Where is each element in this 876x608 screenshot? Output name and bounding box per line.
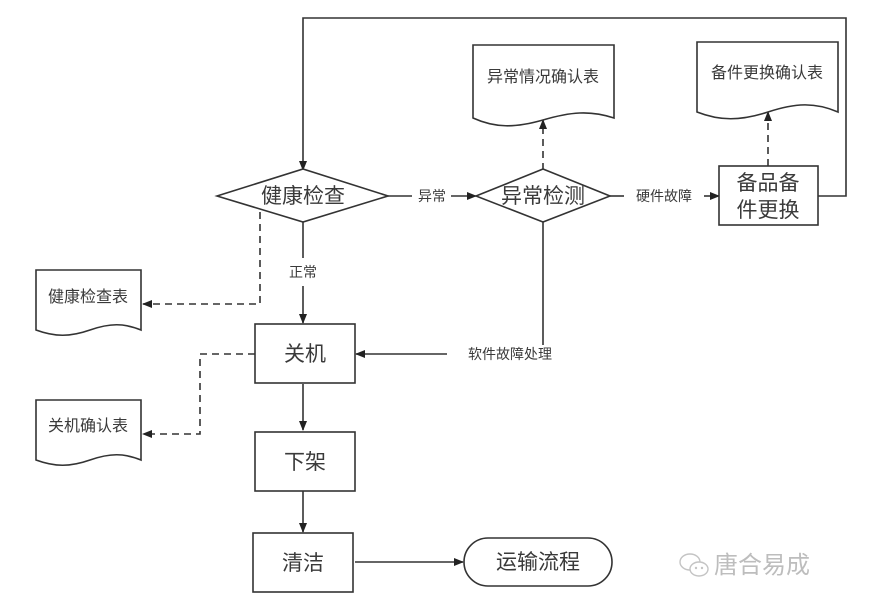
process-spare-replace[interactable]	[718, 165, 819, 226]
process-unshelve-label: 下架	[284, 450, 326, 474]
decision-health-check[interactable]	[214, 168, 391, 223]
terminator-transport[interactable]	[463, 537, 613, 587]
watermark-text: 唐合易成	[714, 551, 810, 579]
process-unshelve[interactable]	[254, 431, 356, 492]
doc-shutdown-confirm-label: 关机确认表	[48, 416, 128, 435]
edge-label-abnormal: 异常	[418, 189, 446, 205]
decision-anomaly-detect-label: 异常检测	[501, 184, 585, 208]
edge-label-hardware-fault: 硬件故障	[636, 189, 692, 205]
process-spare-replace-label-2: 件更换	[737, 198, 800, 222]
doc-health-check-form-label: 健康检查表	[48, 287, 128, 306]
decision-health-check-label: 健康检查	[261, 184, 345, 208]
edge-shutdown-to-doc	[142, 353, 255, 438]
doc-spare-confirm-label: 备件更换确认表	[711, 63, 823, 82]
terminator-transport-label: 运输流程	[496, 550, 580, 574]
doc-anomaly-confirm[interactable]	[472, 44, 615, 127]
process-spare-replace-label-1: 备品备	[737, 171, 800, 195]
doc-shutdown-confirm[interactable]	[35, 399, 142, 467]
process-clean-label: 清洁	[282, 551, 324, 575]
wechat-icon	[679, 553, 709, 577]
loop-back-edge	[299, 17, 847, 197]
process-shutdown-label: 关机	[284, 342, 326, 366]
decision-anomaly-detect[interactable]	[473, 168, 613, 223]
edge-label-software-fault: 软件故障处理	[468, 347, 552, 363]
process-clean[interactable]	[252, 532, 354, 593]
edge-label-normal: 正常	[289, 265, 317, 281]
doc-health-check-form[interactable]	[35, 269, 142, 337]
edge-health-to-form	[142, 212, 261, 308]
process-shutdown[interactable]	[254, 323, 356, 384]
doc-spare-confirm[interactable]	[696, 41, 839, 120]
doc-anomaly-confirm-label: 异常情况确认表	[487, 67, 599, 86]
